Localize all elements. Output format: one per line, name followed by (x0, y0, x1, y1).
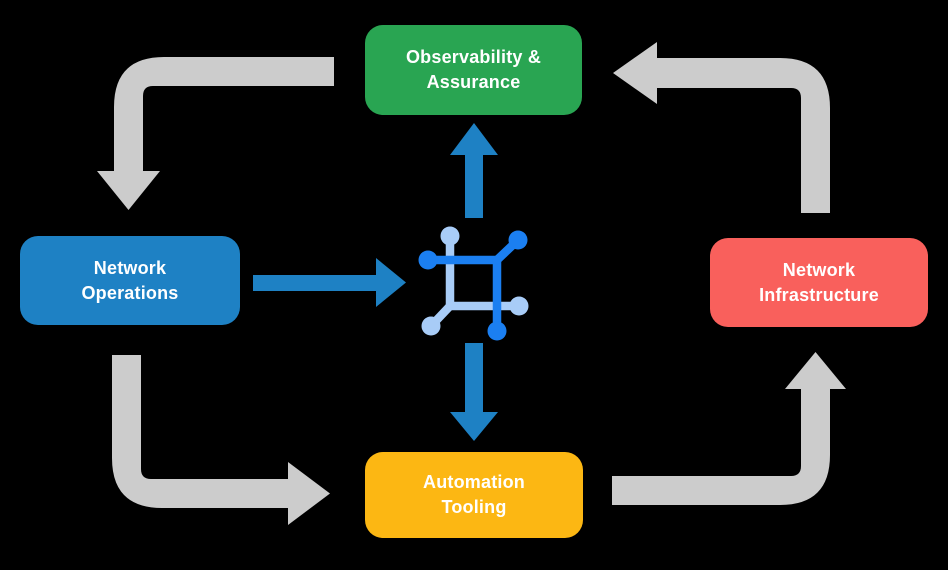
node-automation-tooling: Automation Tooling (365, 452, 583, 538)
node-label-line: Network (93, 257, 167, 278)
node-label-line: Operations (81, 282, 179, 303)
icon-node-light-top (440, 226, 460, 246)
node-network-infrastructure: Network Infrastructure (710, 238, 928, 327)
arrow-operations-to-center (253, 258, 406, 307)
arrow-observability-to-operations (97, 57, 334, 210)
network-mesh-icon (418, 226, 529, 341)
node-observability-assurance: Observability & Assurance (365, 25, 582, 115)
arrow-operations-to-automation (112, 355, 330, 525)
node-label-line: Network (782, 259, 856, 280)
node-label-line: Tooling (441, 497, 507, 517)
arrow-infrastructure-to-observability (613, 42, 830, 213)
node-label-line: Automation (423, 472, 525, 492)
icon-node-dark-bottom (487, 321, 507, 341)
arrow-automation-to-infrastructure (612, 352, 846, 505)
node-label-line: Infrastructure (759, 284, 879, 305)
arrow-center-to-automation (450, 343, 498, 441)
icon-node-light-bottom-left (421, 316, 441, 336)
node-label-line: Assurance (426, 72, 521, 92)
node-network-operations: Network Operations (20, 236, 240, 325)
node-label-line: Observability & (405, 47, 542, 67)
arrow-center-to-observability (450, 123, 498, 218)
icon-node-light-right (509, 296, 529, 316)
icon-node-dark-left (418, 250, 438, 270)
icon-node-dark-top-right (508, 230, 528, 250)
